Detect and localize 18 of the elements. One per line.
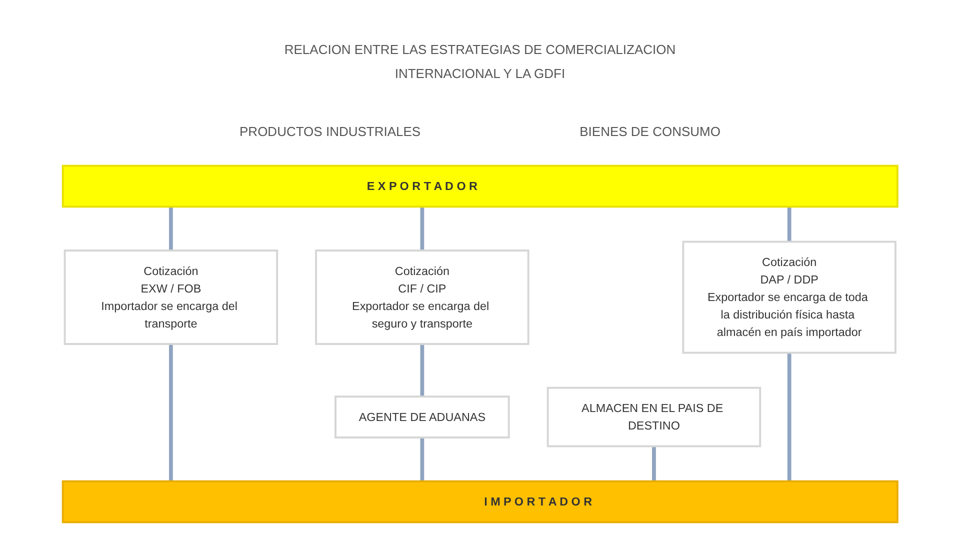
- connector: [168, 206, 173, 251]
- connector: [420, 206, 424, 251]
- diagram-title: RELACION ENTRE LAS ESTRATEGIAS DE COMERCIALIZACION INTERNACIONAL Y LA GDFI: [283, 41, 677, 83]
- node-box: E X P O R T A D O R: [62, 164, 898, 208]
- connector: [787, 206, 792, 242]
- node-box: Cotización DAP / DDP Exportador se encarga de toda la distribución física hasta almacén en país importador: [682, 240, 896, 354]
- connector: [420, 437, 424, 482]
- node-box: I M P O R T A D O R: [62, 480, 898, 524]
- node-box: ALMACEN EN EL PAIS DE DESTINO: [546, 386, 761, 448]
- connector: [652, 446, 656, 482]
- node-box: AGENTE DE ADUANAS: [334, 396, 510, 438]
- node-box: Cotización EXW / FOB Importador se encarga del transporte: [64, 250, 278, 345]
- connector: [168, 344, 173, 482]
- node-box: Cotización CIF / CIP Exportador se encarga del seguro y transporte: [314, 250, 530, 345]
- connector: [787, 352, 792, 482]
- connector: [420, 344, 424, 397]
- section-heading: BIENES DE CONSUMO: [580, 124, 720, 139]
- section-heading: PRODUCTOS INDUSTRIALES: [240, 124, 421, 139]
